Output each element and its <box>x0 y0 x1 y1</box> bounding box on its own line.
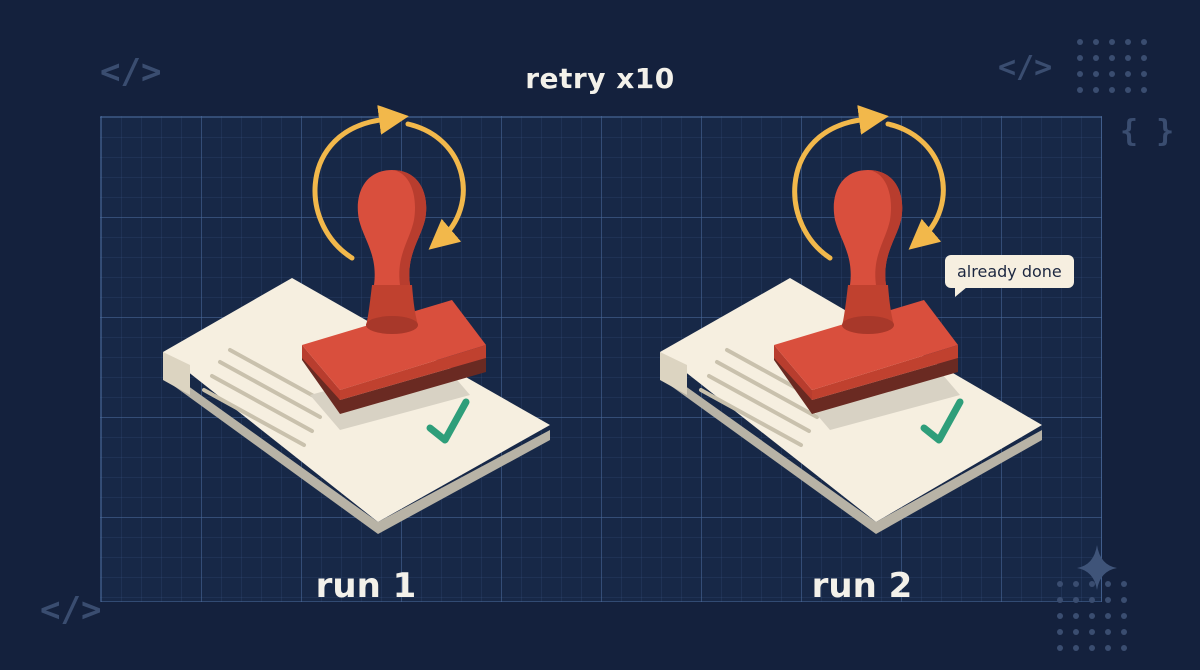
dot <box>1125 55 1131 61</box>
dot <box>1109 39 1115 45</box>
dot <box>1093 39 1099 45</box>
code-icon: </> <box>100 52 162 92</box>
paper-fold <box>660 352 687 395</box>
dot <box>1125 87 1131 93</box>
dot <box>1141 71 1147 77</box>
code-icon: </> <box>40 590 102 630</box>
retry-arrow-icon <box>312 104 409 261</box>
dot <box>1121 597 1127 603</box>
dot <box>1077 87 1083 93</box>
paper-edge <box>163 368 550 534</box>
code-icon: </> <box>998 50 1053 85</box>
dot <box>1141 87 1147 93</box>
dot <box>1121 581 1127 587</box>
dot <box>1077 39 1083 45</box>
stamp-base-front <box>302 345 340 400</box>
stamp-base-side <box>340 345 486 400</box>
stamp-base-top <box>774 300 958 390</box>
dot <box>1105 645 1111 651</box>
brace-icon: { } <box>1120 114 1175 149</box>
dot <box>1077 55 1083 61</box>
dot <box>1089 629 1095 635</box>
dot <box>1093 87 1099 93</box>
run-1-label: run 1 <box>315 566 417 606</box>
stamp-base-top <box>302 300 486 390</box>
dot <box>1125 71 1131 77</box>
dot <box>1057 645 1063 651</box>
dot <box>1057 613 1063 619</box>
run-2-label: run 2 <box>811 566 913 606</box>
stamp-base-bottom <box>302 345 486 414</box>
dot <box>1109 55 1115 61</box>
dot <box>1073 629 1079 635</box>
dot <box>1109 71 1115 77</box>
dot <box>1105 629 1111 635</box>
dot <box>1089 597 1095 603</box>
retry-arrow-icon <box>885 121 946 250</box>
check-icon <box>920 398 964 444</box>
dot <box>1121 629 1127 635</box>
already-done-callout: already done <box>945 255 1074 297</box>
retry-arrow-icon <box>405 121 466 250</box>
dot <box>1057 629 1063 635</box>
dot <box>1109 87 1115 93</box>
dot <box>1141 39 1147 45</box>
dot <box>1093 55 1099 61</box>
paper-fold <box>163 352 190 395</box>
stamp-base-bottom <box>774 345 958 414</box>
dot <box>1073 645 1079 651</box>
dot-pattern-top-right <box>1077 39 1147 93</box>
retry-arrow-icon <box>792 104 889 261</box>
dot-pattern-bottom-right <box>1057 581 1127 651</box>
dot <box>1089 645 1095 651</box>
dot <box>1089 613 1095 619</box>
paper-edge <box>660 368 1042 534</box>
stamp-base-side <box>812 345 958 400</box>
dot <box>1093 71 1099 77</box>
stamp-base-front <box>774 345 812 400</box>
dot <box>1121 613 1127 619</box>
diagram-title: retry x10 <box>525 62 675 95</box>
dot <box>1105 581 1111 587</box>
check-icon <box>426 398 470 444</box>
sparkle-icon <box>1077 545 1117 590</box>
run-2-illustration <box>660 104 1042 534</box>
dot <box>1089 581 1095 587</box>
dot <box>1073 613 1079 619</box>
dot <box>1105 613 1111 619</box>
dot <box>1073 581 1079 587</box>
dot <box>1057 597 1063 603</box>
dot <box>1057 581 1063 587</box>
dot <box>1121 645 1127 651</box>
dot <box>1105 597 1111 603</box>
dot <box>1141 55 1147 61</box>
dot <box>1125 39 1131 45</box>
dot <box>1077 71 1083 77</box>
dot <box>1073 597 1079 603</box>
run-1-illustration <box>163 104 550 534</box>
